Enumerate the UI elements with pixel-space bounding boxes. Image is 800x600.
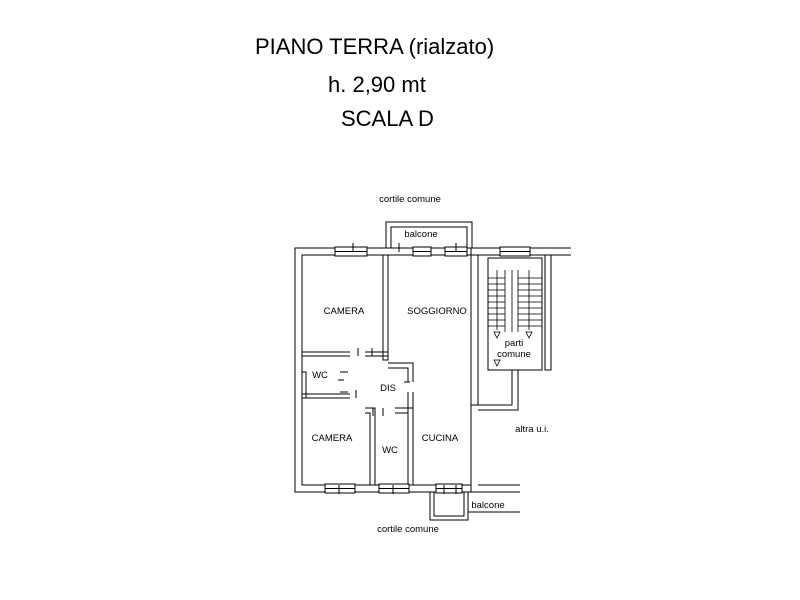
other-unit-label: altra u.i. — [515, 424, 549, 435]
stairs — [487, 257, 543, 371]
living-room-label: SOGGIORNO — [407, 306, 467, 317]
ceiling-height: h. 2,90 mt — [328, 72, 426, 97]
balcony-top-label: balcone — [404, 229, 437, 240]
common-areas-label-line2: comune — [497, 349, 531, 360]
wc-1-label: WC — [312, 370, 328, 381]
balcony-bottom — [429, 492, 520, 521]
kitchen-label: CUCINA — [422, 433, 459, 444]
courtyard-top-label: cortile comune — [379, 194, 441, 205]
interior-walls — [302, 254, 479, 485]
wc-2-label: WC — [382, 445, 398, 456]
balcony-top — [385, 221, 473, 248]
windows — [324, 243, 531, 494]
common-areas-label-line1: parti — [505, 338, 523, 349]
balcony-bottom-label: balcone — [471, 500, 504, 511]
bedroom-2-label: CAMERA — [312, 433, 353, 444]
stair-label: SCALA D — [341, 106, 434, 131]
bedroom-1-label: CAMERA — [324, 306, 365, 317]
hall-label: DIS — [380, 383, 396, 394]
courtyard-bottom-label: cortile comune — [377, 524, 439, 535]
plan-title: PIANO TERRA (rialzato) — [255, 34, 495, 59]
